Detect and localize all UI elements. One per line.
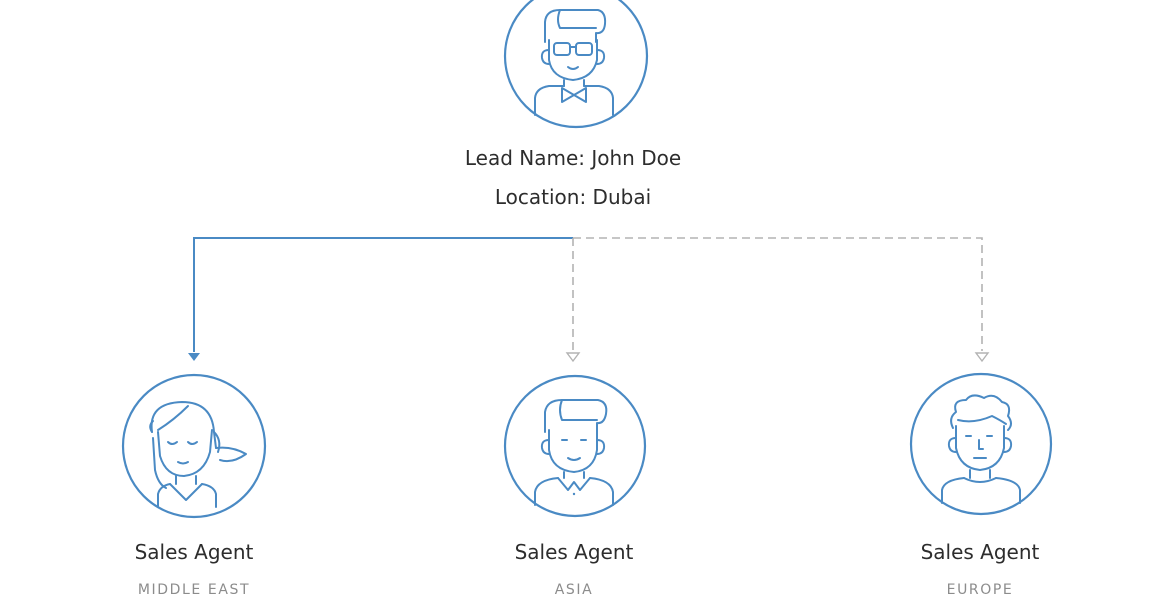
agent-middle-east-title: Sales Agent: [135, 540, 254, 564]
connector-active-middle-east: [193, 237, 573, 352]
lead-location-label: Location: Dubai: [495, 185, 651, 209]
arrowhead-active-middle-east: [188, 353, 200, 361]
agent-europe-title: Sales Agent: [921, 540, 1040, 564]
arrowhead-inactive-asia: [565, 352, 581, 363]
agent-europe-region: EUROPE: [947, 582, 1014, 598]
agent-middle-east-region: MIDDLE EAST: [138, 582, 250, 598]
agent-asia-region: ASIA: [555, 582, 594, 598]
connector-inactive-europe: [573, 237, 983, 351]
lead-avatar-icon: [503, 0, 649, 129]
agent-middle-east-avatar-icon: [121, 373, 267, 519]
agent-asia-avatar-icon: [503, 374, 647, 518]
lead-name-label: Lead Name: John Doe: [465, 146, 681, 170]
connectors: [188, 237, 990, 363]
agent-europe-avatar-icon: [909, 372, 1053, 516]
arrowhead-inactive-europe: [974, 352, 990, 363]
agent-asia-title: Sales Agent: [515, 540, 634, 564]
